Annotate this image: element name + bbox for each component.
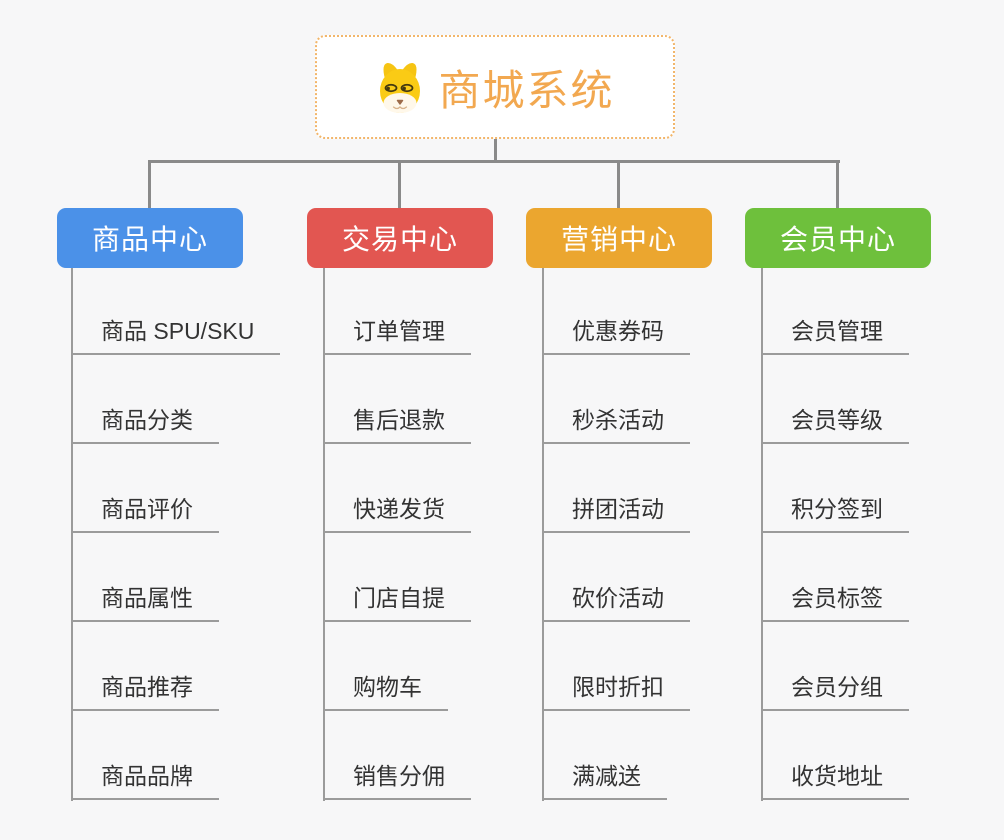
leaf-node[interactable]: 购物车 bbox=[323, 665, 448, 711]
connector-spine-marketing bbox=[542, 268, 544, 801]
leaf-node[interactable]: 秒杀活动 bbox=[542, 398, 690, 444]
leaf-node[interactable]: 销售分佣 bbox=[323, 754, 471, 800]
connector-drop-marketing bbox=[617, 160, 620, 208]
connector-horizontal-bar bbox=[148, 160, 840, 163]
leaf-node[interactable]: 快递发货 bbox=[323, 487, 471, 533]
leaf-node[interactable]: 商品推荐 bbox=[71, 665, 219, 711]
leaf-node[interactable]: 商品品牌 bbox=[71, 754, 219, 800]
connector-root-stem bbox=[494, 139, 497, 163]
leaf-node[interactable]: 商品 SPU/SKU bbox=[71, 309, 281, 355]
connector-spine-members bbox=[761, 268, 763, 801]
leaf-node[interactable]: 商品评价 bbox=[71, 487, 219, 533]
leaf-node[interactable]: 会员等级 bbox=[761, 398, 909, 444]
leaf-node[interactable]: 会员分组 bbox=[761, 665, 909, 711]
branch-node-marketing-center[interactable]: 营销中心 bbox=[526, 208, 712, 268]
shiba-dog-icon bbox=[375, 60, 425, 114]
connector-spine-products bbox=[71, 268, 73, 801]
connector-drop-trade bbox=[398, 160, 401, 208]
leaf-node[interactable]: 限时折扣 bbox=[542, 665, 690, 711]
leaf-node[interactable]: 积分签到 bbox=[761, 487, 909, 533]
leaf-node[interactable]: 订单管理 bbox=[323, 309, 471, 355]
leaf-node[interactable]: 会员标签 bbox=[761, 576, 909, 622]
branch-node-member-center[interactable]: 会员中心 bbox=[745, 208, 931, 268]
leaf-node[interactable]: 门店自提 bbox=[323, 576, 471, 622]
leaf-node[interactable]: 售后退款 bbox=[323, 398, 471, 444]
leaf-node[interactable]: 会员管理 bbox=[761, 309, 909, 355]
connector-spine-trade bbox=[323, 268, 325, 801]
root-title: 商城系统 bbox=[438, 66, 615, 114]
root-node-mall-system[interactable]: 商城系统 bbox=[315, 35, 675, 139]
leaf-node[interactable]: 收货地址 bbox=[761, 754, 909, 800]
branch-node-trade-center[interactable]: 交易中心 bbox=[307, 208, 493, 268]
connector-drop-members bbox=[836, 160, 839, 208]
leaf-node[interactable]: 商品属性 bbox=[71, 576, 219, 622]
connector-drop-products bbox=[148, 160, 151, 208]
leaf-node[interactable]: 砍价活动 bbox=[542, 576, 690, 622]
leaf-node[interactable]: 拼团活动 bbox=[542, 487, 690, 533]
leaf-node[interactable]: 满减送 bbox=[542, 754, 667, 800]
branch-node-product-center[interactable]: 商品中心 bbox=[57, 208, 243, 268]
leaf-node[interactable]: 优惠券码 bbox=[542, 309, 690, 355]
leaf-node[interactable]: 商品分类 bbox=[71, 398, 219, 444]
